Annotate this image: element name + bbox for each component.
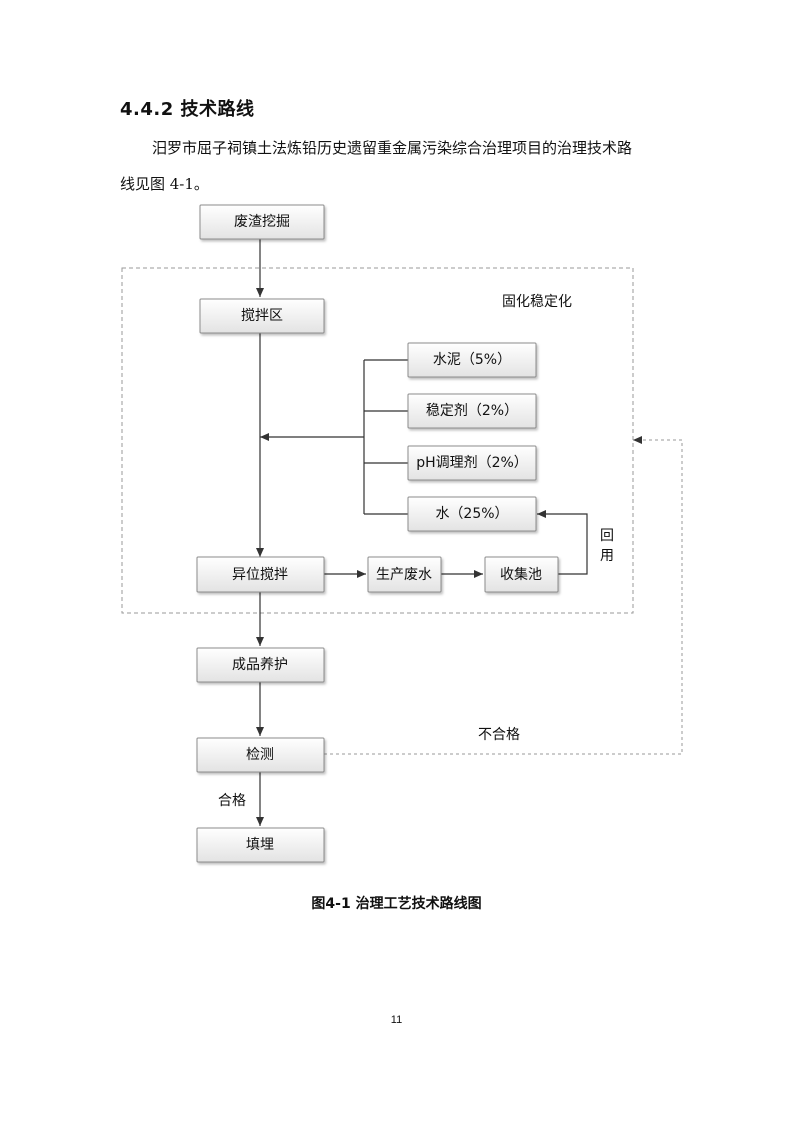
label-landfill: 填埋 [246, 837, 274, 853]
solidification-region [121, 267, 634, 614]
label-cement: 水泥（5%） [433, 352, 511, 368]
arrow-unqualified-return [324, 436, 683, 755]
box-stabilizer [407, 393, 537, 429]
box-production-wastewater [367, 556, 442, 593]
label-curing: 成品养护 [232, 657, 288, 673]
paragraph-line-2: 线见图 4-1。 [120, 175, 209, 193]
box-collection-pool [484, 556, 559, 593]
label-mixing-zone: 搅拌区 [241, 308, 283, 324]
box-cement [407, 342, 537, 378]
label-testing: 检测 [246, 747, 274, 763]
arrow-reuse [537, 510, 588, 575]
connectors [256, 239, 588, 826]
section-paragraph: 汨罗市屈子祠镇土法炼铅历史遗留重金属污染综合治理项目的治理技术路 线见图 4-1… [120, 130, 680, 202]
paragraph-line-1: 汨罗市屈子祠镇土法炼铅历史遗留重金属污染综合治理项目的治理技术路 [152, 139, 633, 157]
box-landfill [196, 827, 325, 863]
box-waste-excavation [199, 204, 325, 240]
box-water [407, 496, 537, 532]
label-collection-pool: 收集池 [500, 566, 542, 583]
section-heading: 4.4.2 技术路线 [120, 99, 255, 120]
label-water: 水（25%） [435, 506, 508, 522]
figure-caption: 图4-1 治理工艺技术路线图 [311, 896, 482, 912]
box-ph-regulator [407, 445, 537, 481]
label-reuse-1: 回 [600, 528, 614, 544]
box-mixing-zone [199, 298, 325, 334]
box-offsite-mixing [196, 556, 325, 593]
page-number: 11 [390, 1014, 403, 1026]
label-qualified: 合格 [218, 793, 246, 809]
label-ph-regulator: pH调理剂（2%） [416, 455, 528, 471]
box-curing [196, 647, 325, 683]
label-production-wastewater: 生产废水 [376, 567, 432, 583]
box-testing [196, 737, 325, 773]
label-unqualified: 不合格 [478, 727, 520, 743]
label-offsite-mixing: 异位搅拌 [232, 567, 288, 583]
label-solidification: 固化稳定化 [502, 294, 572, 310]
label-reuse-2: 用 [600, 548, 614, 564]
label-waste-excavation: 废渣挖掘 [234, 214, 290, 230]
label-stabilizer: 稳定剂（2%） [426, 403, 518, 419]
